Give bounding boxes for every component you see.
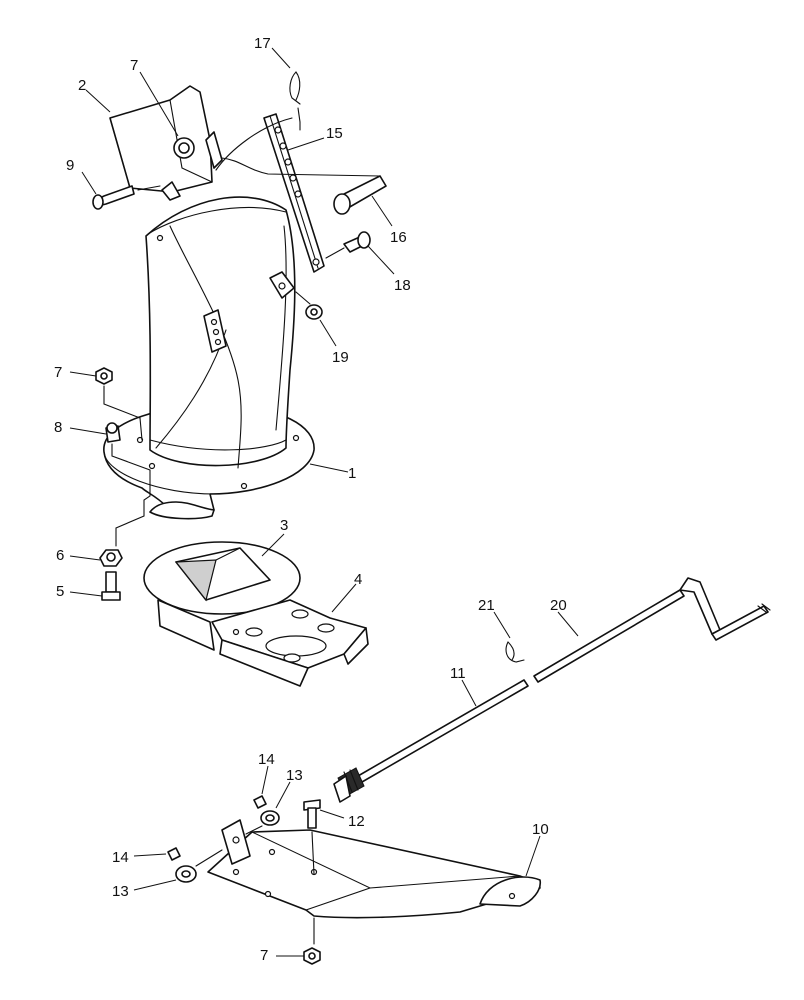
callout-10: 10 (532, 821, 549, 838)
part-6-flange-nut (99, 549, 123, 567)
callout-3: 3 (280, 517, 288, 534)
callout-14-upper: 14 (258, 751, 275, 768)
part-14-spacer-upper (253, 795, 267, 809)
part-17-hairpin-clip (289, 71, 301, 123)
part-8-grease-fitting (105, 422, 121, 443)
callout-labels: 1 2 3 4 5 6 7 7 7 8 9 10 11 12 13 13 14 … (54, 35, 567, 964)
strap-pin-alignment-line (221, 157, 381, 177)
callout-6: 6 (56, 547, 64, 564)
nut-19-alignment-line (295, 291, 311, 305)
part-18-bolt (343, 231, 371, 253)
callout-9: 9 (66, 157, 74, 174)
part-11-control-rod (357, 679, 529, 783)
part-10-deflector-plate (207, 819, 542, 919)
part-20-crank-handle (533, 577, 771, 683)
part-5-bolt (101, 571, 121, 601)
callout-7-left: 7 (54, 364, 62, 381)
callout-13-upper: 13 (286, 767, 303, 784)
callout-19: 19 (332, 349, 349, 366)
callout-7-top: 7 (130, 57, 138, 74)
part-12-bolt (303, 799, 321, 829)
rod-11-spring-coupler (333, 767, 365, 803)
part-7-nut-left (95, 367, 113, 385)
callout-11: 11 (450, 665, 466, 682)
part-2-deflector-bracket (109, 85, 223, 201)
callout-1: 1 (348, 465, 356, 482)
callout-12: 12 (348, 813, 365, 830)
part-16-clevis-pin (333, 175, 387, 215)
callout-7-bottom: 7 (260, 947, 268, 964)
callout-20: 20 (550, 597, 567, 614)
callout-16: 16 (390, 229, 407, 246)
part-13-washer-upper (260, 810, 280, 826)
callout-13-lower: 13 (112, 883, 129, 900)
part-1-discharge-chute (103, 196, 315, 520)
part-21-hairpin-clip (505, 641, 525, 663)
part-15-adjustment-strap (263, 113, 325, 273)
callout-4: 4 (354, 571, 362, 588)
callout-2: 2 (78, 77, 86, 94)
callout-8: 8 (54, 419, 62, 436)
callout-21: 21 (478, 597, 495, 614)
washer-upper-alignment-line (245, 825, 263, 835)
nut-7-alignment-line (103, 385, 143, 441)
part-7-nut-bottom (303, 947, 321, 965)
part-4-mounting-bracket (157, 599, 369, 687)
part-19-nut (305, 304, 323, 320)
washer-lower-alignment-line (195, 849, 223, 867)
part-14-spacer-lower (167, 847, 181, 861)
part-3-adapter-ring (143, 541, 301, 615)
part-7-nut-top (173, 137, 195, 159)
part-13-washer-lower (175, 865, 197, 883)
fitting-8-alignment-line (111, 443, 151, 547)
callout-5: 5 (56, 583, 64, 600)
callout-15: 15 (326, 125, 343, 142)
clip-alignment-line (215, 117, 301, 171)
callout-17: 17 (254, 35, 271, 52)
bolt-12-alignment-line (311, 831, 315, 875)
part-9-bolt (92, 185, 135, 210)
callout-18: 18 (394, 277, 411, 294)
leader-lines (69, 47, 579, 957)
bolt-9-alignment-line (137, 185, 161, 191)
callout-14-lower: 14 (112, 849, 129, 866)
bolt-18-alignment-line (325, 247, 345, 259)
